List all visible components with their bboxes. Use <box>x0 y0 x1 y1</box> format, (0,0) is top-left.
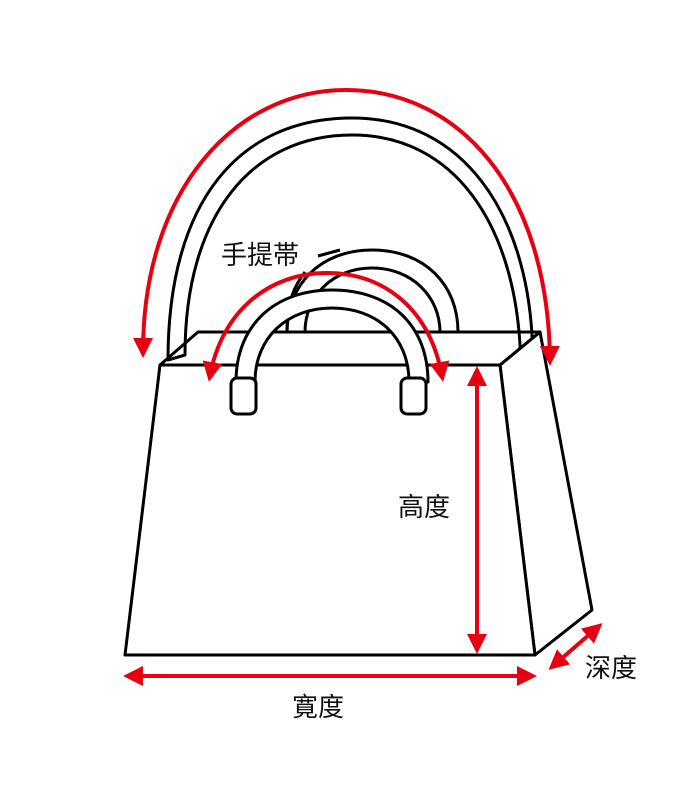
handle-length-arrow <box>202 270 450 382</box>
front-handle <box>234 288 430 384</box>
depth-arrow <box>548 623 603 670</box>
width-label: 寛度 <box>292 693 344 723</box>
handle-label: 手提帯 <box>221 241 299 271</box>
strap-length-arrow <box>133 87 560 366</box>
height-label: 高度 <box>398 493 450 523</box>
depth-label: 深度 <box>585 654 637 684</box>
handle-tab-right <box>399 376 428 416</box>
handle-tab-left <box>229 376 258 416</box>
bag-front-face <box>123 363 537 657</box>
